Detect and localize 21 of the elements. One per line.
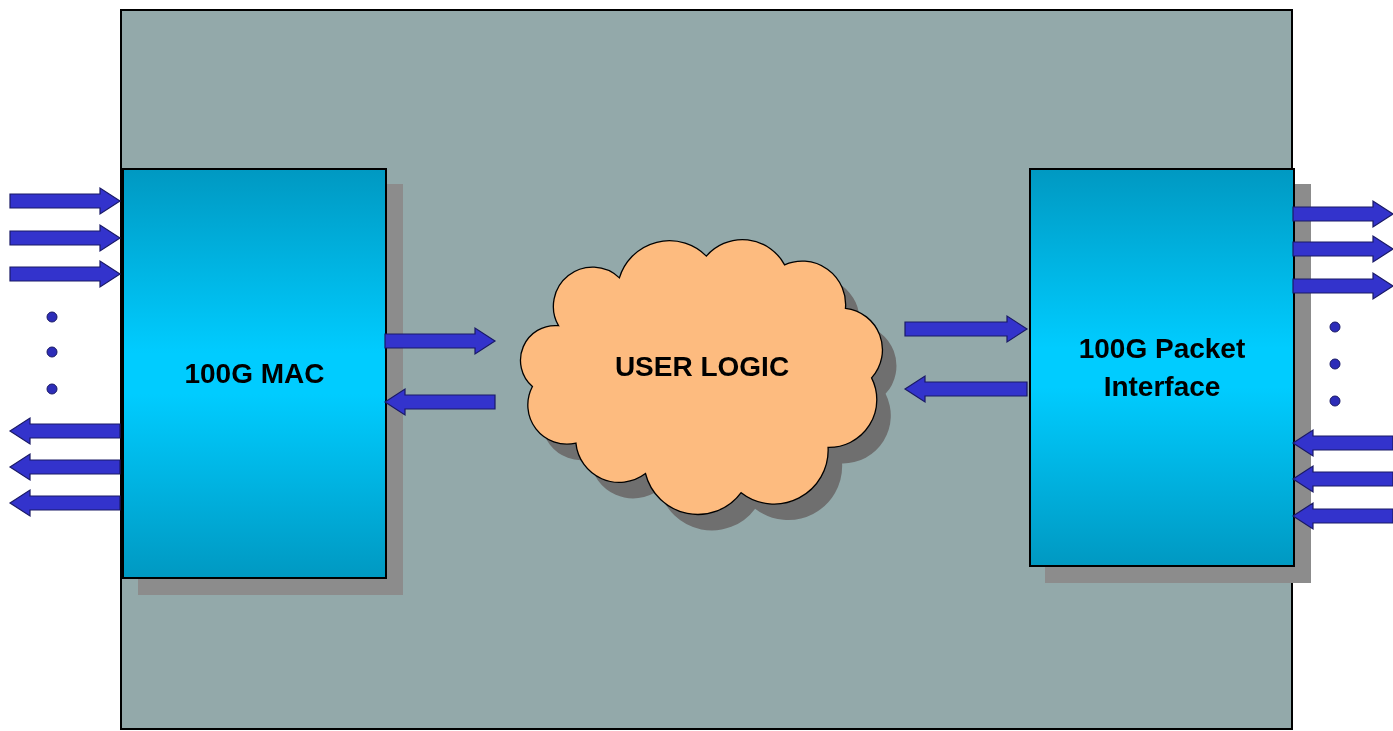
block-arrow — [9, 223, 122, 253]
block-arrow — [383, 387, 496, 417]
node-label: 100G Packet Interface — [1077, 331, 1247, 404]
block-arrow — [9, 259, 122, 289]
node-label: USER LOGIC — [613, 350, 791, 384]
block-arrow — [1291, 428, 1393, 458]
block-arrow — [1292, 199, 1393, 229]
block-arrow — [1291, 464, 1393, 494]
block-arrow — [8, 416, 121, 446]
node-label: 100G MAC — [183, 356, 326, 391]
block-arrow — [8, 488, 121, 518]
block-arrow — [1292, 234, 1393, 264]
block-arrow — [904, 314, 1029, 344]
block-box — [122, 168, 387, 579]
block-arrow — [1292, 271, 1393, 301]
block-box — [1029, 168, 1295, 567]
block-arrow — [384, 326, 497, 356]
block-arrow — [1291, 501, 1393, 531]
block-arrow — [9, 186, 122, 216]
block-arrow — [903, 374, 1028, 404]
block-arrow — [8, 452, 121, 482]
